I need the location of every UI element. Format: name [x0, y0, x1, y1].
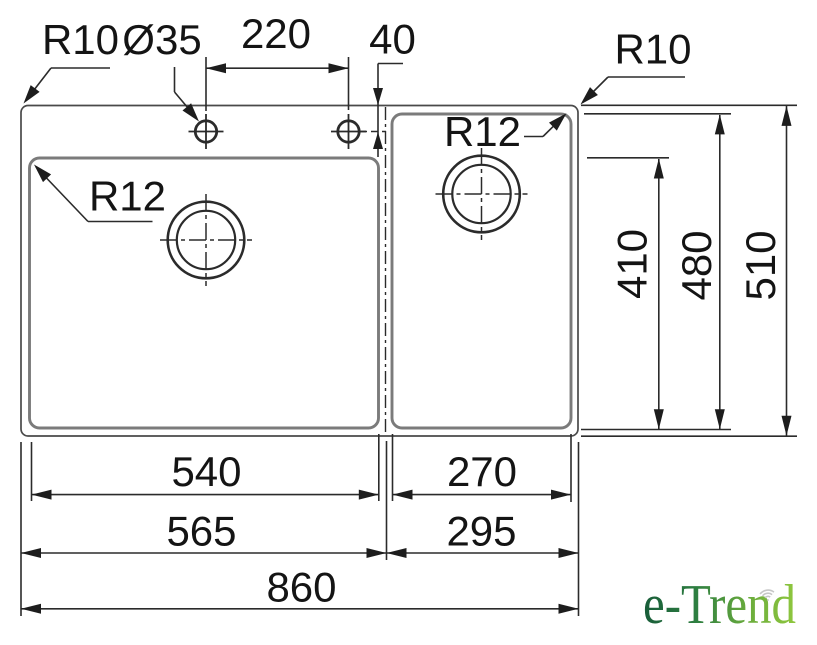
svg-text:480: 480: [673, 230, 720, 300]
svg-text:Ø35: Ø35: [122, 16, 201, 63]
svg-text:270: 270: [447, 448, 517, 495]
svg-text:e-Trend: e-Trend: [643, 574, 796, 636]
svg-text:565: 565: [166, 508, 236, 555]
svg-text:R12: R12: [444, 108, 521, 155]
svg-text:R10: R10: [614, 26, 691, 73]
svg-text:540: 540: [171, 448, 241, 495]
svg-text:R12: R12: [89, 173, 166, 220]
svg-text:R10: R10: [42, 16, 119, 63]
svg-text:410: 410: [609, 229, 656, 299]
svg-text:40: 40: [369, 16, 416, 63]
svg-text:860: 860: [266, 564, 336, 611]
svg-text:295: 295: [446, 508, 516, 555]
svg-text:220: 220: [241, 10, 311, 57]
svg-text:510: 510: [737, 230, 784, 300]
